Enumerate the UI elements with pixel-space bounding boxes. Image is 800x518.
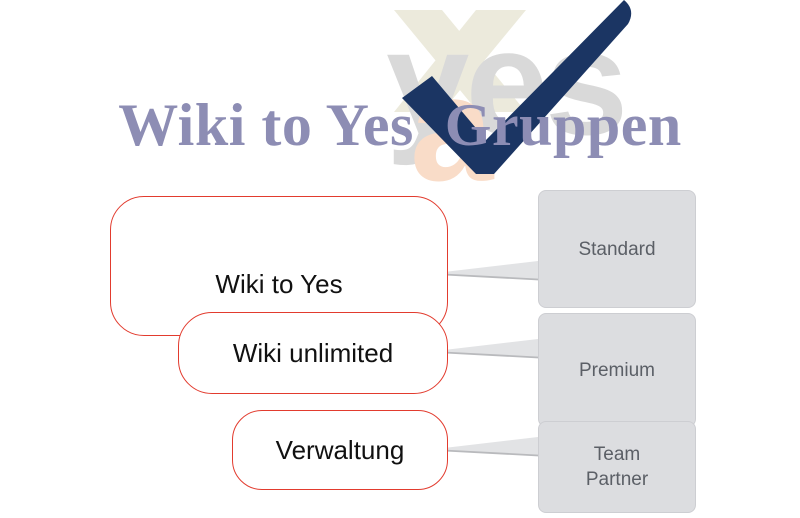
package-box-team-partner[interactable]: Team Partner bbox=[538, 421, 696, 513]
group-label: Wiki to Yes bbox=[215, 268, 343, 299]
package-box-premium[interactable]: Premium bbox=[538, 313, 696, 427]
group-box-wiki-unlimited[interactable]: Wiki unlimited bbox=[178, 312, 448, 394]
package-label: Team Partner bbox=[585, 444, 649, 490]
group-box-verwaltung[interactable]: Verwaltung bbox=[232, 410, 448, 490]
page-title: Wiki to Yes Gruppen bbox=[118, 92, 682, 158]
connector-verwaltung-team-partner bbox=[444, 437, 538, 457]
package-label: Standard bbox=[578, 238, 656, 260]
package-box-standard[interactable]: Standard bbox=[538, 190, 696, 308]
connector-wiki-unlimited-premium bbox=[444, 339, 538, 359]
group-label: Verwaltung bbox=[275, 434, 405, 465]
connector-wiki-to-yes-standard bbox=[444, 261, 538, 281]
package-label: Premium bbox=[578, 359, 655, 381]
group-label: Wiki unlimited bbox=[232, 337, 394, 368]
